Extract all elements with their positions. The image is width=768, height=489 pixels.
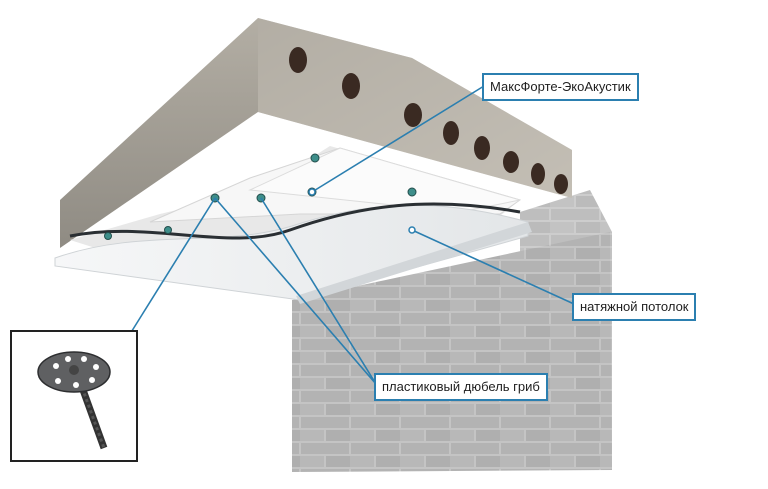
- dowel-detail-inset: [10, 330, 138, 462]
- leader-dots: [308, 188, 416, 234]
- dowel-label: пластиковый дюбель гриб: [374, 373, 548, 401]
- brick-wall: [292, 190, 612, 472]
- mushroom-dowel-icon: [37, 351, 111, 450]
- leader-lines: [129, 85, 575, 385]
- insulation-label: МаксФорте-ЭкоАкустик: [482, 73, 639, 101]
- stretch-ceiling-label: натяжной потолок: [572, 293, 697, 321]
- slab-holes: [289, 47, 568, 194]
- concrete-slab: [60, 18, 572, 248]
